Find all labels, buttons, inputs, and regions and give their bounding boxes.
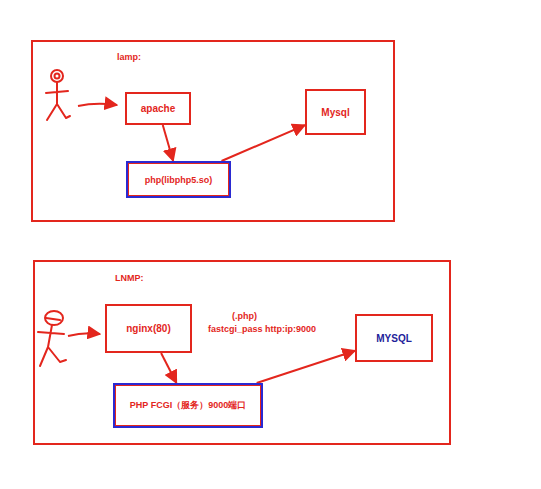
mysql-box: MYSQL [355,314,433,362]
php-fcgi-box: PHP FCGI（服务）9000端口 [113,383,263,428]
user-arrow [78,104,117,106]
box-label: nginx(80) [126,323,170,334]
apache-box: apache [125,92,191,125]
box-label: MYSQL [376,333,412,344]
annotation-label: (.php) [231,311,258,321]
box-label: php(libphp5.so) [145,175,213,185]
mysql-box: Mysql [305,89,366,135]
php-box: php(libphp5.so) [126,161,231,198]
stick-figure [46,70,70,120]
flow-arrow [222,125,305,161]
flow-arrow [163,125,173,161]
box-label: apache [141,103,175,114]
stick-figure [38,311,66,366]
nginx-box: nginx(80) [105,304,192,353]
box-label: PHP FCGI（服务）9000端口 [130,399,246,412]
panel-title: LNMP: [115,273,144,283]
user-arrow [68,333,100,336]
box-label: Mysql [321,107,349,118]
lnmp-panel: LNMP: nginx(80) PHP FCGI（服务）9000端口 MYSQL [33,260,451,445]
flow-arrow [161,353,176,383]
lamp-panel: lamp: apache php(libphp5.so) Mysql [31,40,395,222]
flow-arrow [257,351,355,383]
annotation-label: fastcgi_pass http:ip:9000 [207,324,317,334]
panel-title: lamp: [117,52,141,62]
